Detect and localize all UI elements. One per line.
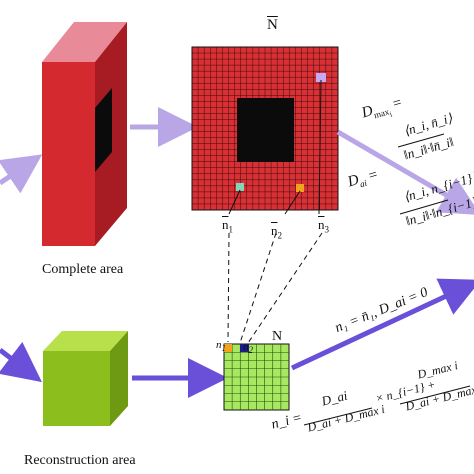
arrow-small-grid-to-formula (290, 278, 474, 371)
complete-area-hole (95, 88, 112, 172)
reconstruction-block-top (43, 331, 128, 351)
incoming-arrow-top (0, 154, 43, 194)
marker-leaders (228, 79, 322, 215)
n2-bar-label: n2 (271, 223, 282, 241)
marker-n3 (316, 73, 326, 82)
complete-grid (191, 46, 339, 211)
small-marker-n2 (240, 344, 249, 352)
complete-area-block-top (42, 22, 127, 62)
big-grid-name: N (267, 17, 278, 33)
arrow-grid-to-formula (336, 129, 474, 216)
reconstruction-area-label: Reconstruction area (24, 453, 136, 468)
fraction-bars (303, 133, 471, 426)
small-grid-name: N (272, 329, 283, 344)
projection-lines (227, 232, 323, 344)
marker-n1 (236, 183, 244, 191)
small-n1-label: n1 (216, 339, 226, 354)
n3-bar-label: n3 (318, 217, 329, 235)
complete-area-label: Complete area (42, 262, 124, 277)
complete-area-block (42, 22, 127, 246)
complete-area-block-front (42, 62, 95, 246)
complete-grid-hole (237, 98, 294, 162)
marker-n2 (296, 184, 304, 192)
n1-bar-label: n1 (222, 217, 233, 235)
reconstruction-grid (223, 343, 290, 411)
reconstruction-area-block (43, 331, 128, 426)
reconstruction-block-front (43, 351, 110, 426)
small-n2-label: n2 (243, 341, 253, 356)
small-marker-n1 (224, 344, 232, 352)
reconstruction-block-side (110, 331, 128, 426)
incoming-arrow-bottom (0, 341, 42, 383)
